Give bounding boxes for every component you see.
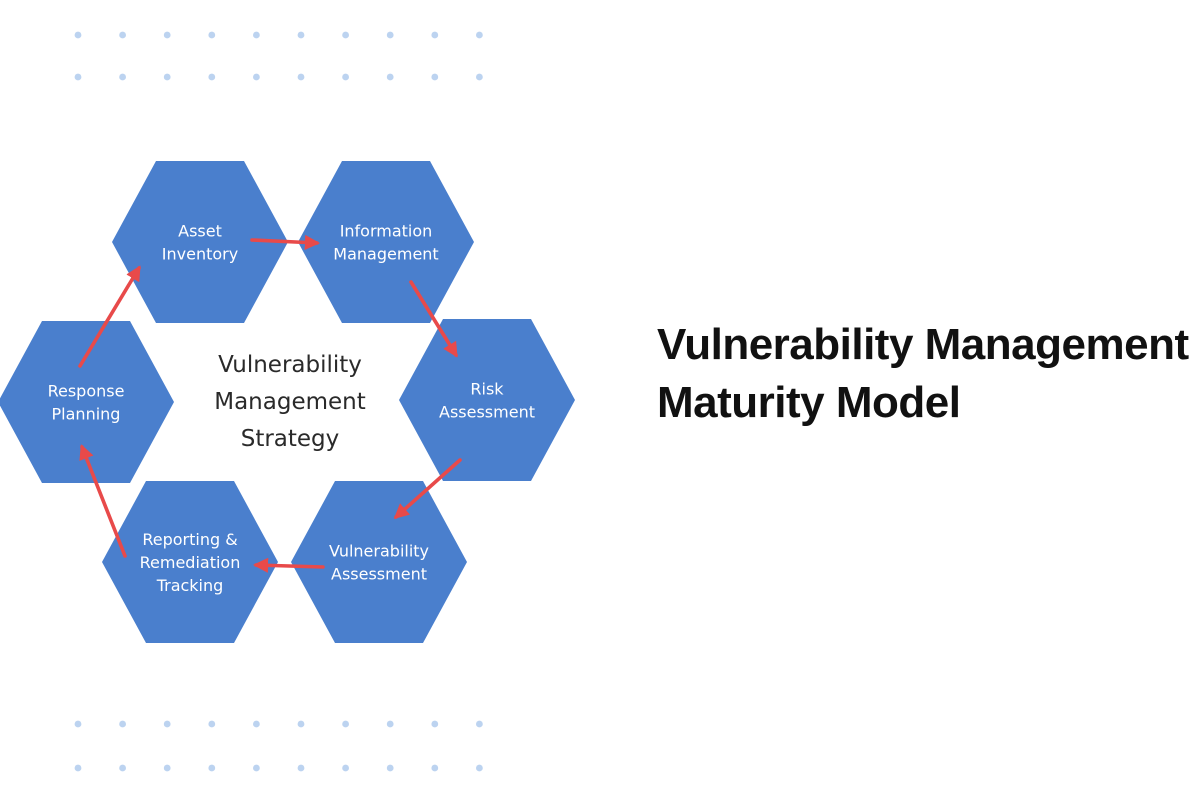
hexagon-shape	[0, 321, 174, 483]
decorative-dot	[74, 31, 82, 39]
decorative-dot	[386, 720, 394, 728]
hexagon-label-line: Vulnerability	[329, 542, 429, 561]
decorative-dot	[476, 73, 483, 81]
decorative-dot	[342, 720, 349, 728]
center-strategy-label: Vulnerability	[218, 352, 362, 378]
decorative-dot	[386, 764, 394, 772]
hexagon-label-line: Response	[48, 382, 125, 401]
hexagon-label-line: Assessment	[331, 565, 427, 584]
decorative-dot	[476, 31, 483, 39]
decorative-dot	[431, 73, 439, 81]
decorative-dot	[386, 31, 394, 39]
decorative-dot	[253, 764, 260, 772]
decorative-dot	[119, 73, 126, 81]
flow-arrow-asset-inventory-to-information-management	[250, 234, 321, 250]
decorative-dot	[163, 720, 171, 728]
hexagon-label-line: Tracking	[156, 576, 224, 595]
decorative-dot	[74, 764, 82, 772]
hexagon-label-line: Planning	[52, 405, 121, 424]
decorative-dot	[163, 31, 171, 39]
decorative-dot	[208, 720, 216, 728]
decorative-dot	[342, 73, 349, 81]
hexagon-label-line: Information	[340, 222, 433, 241]
decorative-dot	[431, 31, 439, 39]
hexagon-label-line: Asset	[178, 222, 222, 241]
flow-arrow-response-planning-to-asset-inventory	[78, 265, 141, 368]
decorative-dot	[386, 73, 394, 81]
decorative-dot	[342, 31, 349, 39]
hexagon-shape	[112, 161, 288, 323]
decorative-dot	[163, 764, 171, 772]
hexagon-shape	[399, 319, 575, 481]
flow-arrow-reporting-remediation-tracking-to-response-planning	[79, 444, 127, 558]
center-strategy-label: Strategy	[241, 426, 340, 452]
decorative-dot	[431, 764, 439, 772]
decorative-dot	[476, 720, 483, 728]
hexagon-label-line: Assessment	[439, 403, 535, 422]
hexagon-label-line: Inventory	[162, 245, 238, 264]
page-title: Vulnerability Management Maturity Model	[657, 316, 1200, 432]
decorative-dot	[297, 720, 305, 728]
page-title-line-2: Maturity Model	[657, 378, 961, 427]
vulnerability-management-cycle-diagram: AssetInventoryInformationManagementRiskA…	[0, 161, 575, 643]
decorative-dot	[119, 764, 126, 772]
hexagon-label-line: Remediation	[140, 553, 241, 572]
hexagon-shape	[102, 481, 278, 643]
decorative-dot	[297, 764, 305, 772]
hexagon-label-line: Reporting &	[142, 530, 237, 549]
flow-arrow-vulnerability-assessment-to-reporting-remediation-tracking	[252, 557, 325, 573]
decorative-dot	[253, 31, 260, 39]
decorative-dot	[431, 720, 439, 728]
decorative-dot	[208, 764, 216, 772]
flow-arrow-information-management-to-risk-assessment	[409, 280, 458, 358]
decorative-dot-grid-bottom	[74, 720, 483, 772]
page-title-line-1: Vulnerability Management	[657, 320, 1189, 369]
decorative-dot	[253, 73, 260, 81]
flow-arrow-risk-assessment-to-vulnerability-assessment	[393, 458, 462, 520]
center-strategy-label: Management	[214, 389, 366, 415]
decorative-dot	[208, 73, 216, 81]
decorative-dot-grid-top	[74, 31, 483, 81]
decorative-dot	[297, 73, 305, 81]
decorative-dot	[163, 73, 171, 81]
decorative-dot	[342, 764, 349, 772]
hexagon-label-line: Risk	[470, 380, 504, 399]
decorative-dot	[119, 720, 126, 728]
hexagon-shape	[291, 481, 467, 643]
decorative-dot	[253, 720, 260, 728]
decorative-dot	[297, 31, 305, 39]
hexagon-shape	[298, 161, 474, 323]
decorative-dot	[74, 720, 82, 728]
decorative-dot	[476, 764, 483, 772]
decorative-dot	[74, 73, 82, 81]
decorative-dot	[208, 31, 216, 39]
hexagon-label-line: Management	[333, 245, 438, 264]
decorative-dot	[119, 31, 126, 39]
